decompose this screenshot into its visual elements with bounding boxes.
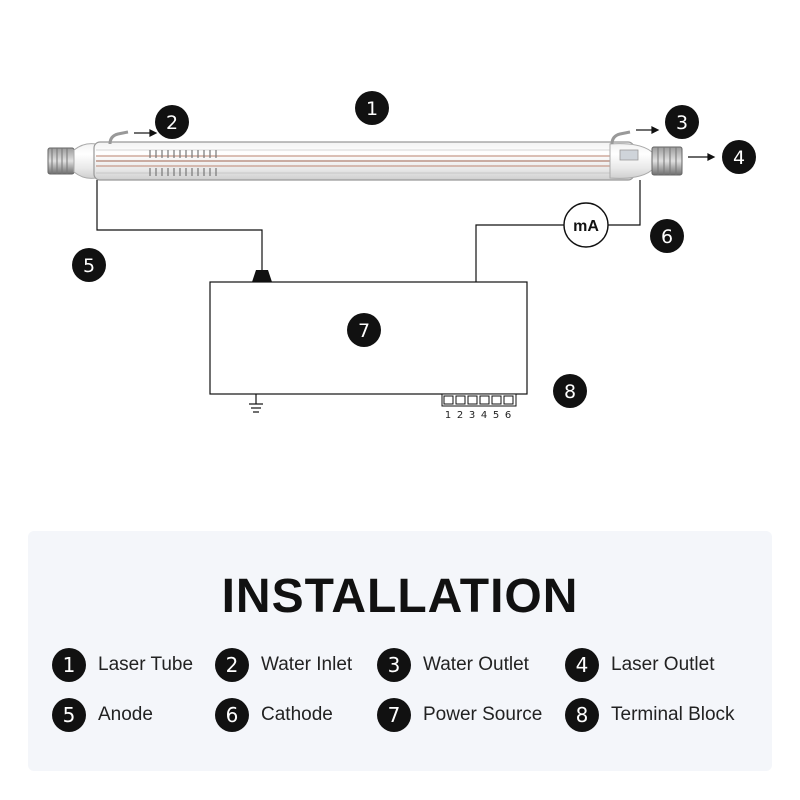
svg-text:2: 2 (166, 112, 178, 134)
legend-item-terminal-block: 8 Terminal Block (565, 698, 735, 732)
legend-badge: 6 (215, 698, 249, 732)
svg-text:5: 5 (83, 255, 95, 277)
terminal-block: 1 2 3 4 5 6 (441, 393, 517, 421)
terminal-number: 5 (493, 410, 499, 421)
legend-label: Power Source (423, 704, 543, 725)
svg-text:1: 1 (366, 98, 378, 120)
legend-badge: 2 (215, 648, 249, 682)
svg-text:3: 3 (676, 112, 688, 134)
water-outlet-arrow (636, 126, 660, 134)
terminal-number: 4 (481, 410, 487, 421)
legend-item-water-outlet: 3 Water Outlet (377, 648, 529, 682)
legend-badge: 7 (377, 698, 411, 732)
legend-label: Laser Tube (98, 654, 194, 675)
laser-outlet-arrow (688, 153, 716, 161)
water-inlet-arrow (134, 129, 158, 137)
legend-badge: 1 (52, 648, 86, 682)
legend-label: Cathode (261, 704, 333, 725)
legend-item-laser-outlet: 4 Laser Outlet (565, 648, 715, 682)
legend-item-anode: 5 Anode (52, 698, 153, 732)
terminal-number: 2 (457, 410, 463, 421)
laser-tube (47, 130, 683, 181)
legend-panel: INSTALLATION 1 Laser Tube 2 Water Inlet … (28, 531, 772, 771)
legend-badge: 5 (52, 698, 86, 732)
legend-item-cathode: 6 Cathode (215, 698, 333, 732)
legend-item-water-inlet: 2 Water Inlet (215, 648, 352, 682)
callout-3: 3 (665, 105, 699, 139)
legend-badge: 4 (565, 648, 599, 682)
legend-label: Water Outlet (423, 654, 529, 675)
legend-title: INSTALLATION (221, 570, 579, 623)
legend-label: Terminal Block (611, 704, 735, 725)
installation-diagram: mA 1 2 3 4 5 6 1 2 3 4 5 6 (47, 91, 756, 421)
terminal-number: 1 (445, 410, 451, 421)
legend-item-laser-tube: 1 Laser Tube (52, 648, 193, 682)
callout-7: 7 (347, 313, 381, 347)
callout-1: 1 (355, 91, 389, 125)
milliammeter: mA (563, 202, 609, 248)
terminal-number: 3 (469, 410, 475, 421)
callout-6: 6 (650, 219, 684, 253)
callout-4: 4 (722, 140, 756, 174)
legend-badge: 8 (565, 698, 599, 732)
svg-text:7: 7 (358, 320, 370, 342)
callout-2: 2 (155, 105, 189, 139)
callout-5: 5 (72, 248, 106, 282)
terminal-number: 6 (505, 410, 511, 421)
callout-8: 8 (553, 374, 587, 408)
wiring (96, 180, 641, 413)
legend-label: Water Inlet (261, 654, 353, 675)
svg-text:4: 4 (733, 147, 745, 169)
anode-connector (252, 270, 272, 282)
meter-label: mA (573, 218, 599, 235)
legend-label: Laser Outlet (611, 654, 715, 675)
legend-label: Anode (98, 704, 153, 725)
legend-item-power-source: 7 Power Source (377, 698, 542, 732)
legend-badge: 3 (377, 648, 411, 682)
svg-text:6: 6 (661, 226, 673, 248)
svg-text:8: 8 (564, 381, 576, 403)
